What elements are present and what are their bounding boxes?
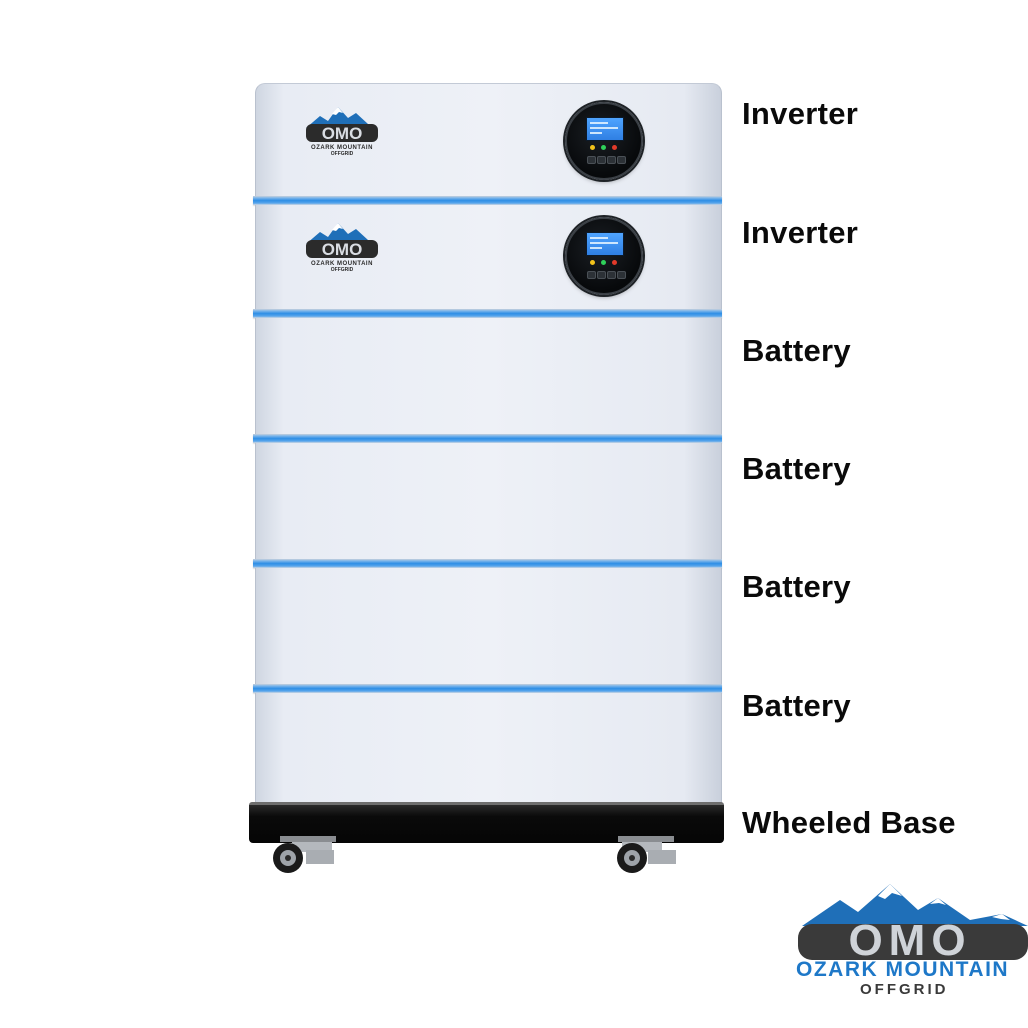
- battery-module: [255, 443, 722, 559]
- svg-text:OZARK MOUNTAIN: OZARK MOUNTAIN: [311, 145, 373, 151]
- battery-module: [255, 568, 722, 684]
- lcd-screen: [586, 232, 624, 256]
- module-seam: [253, 559, 722, 568]
- svg-text:OZARK MOUNTAIN: OZARK MOUNTAIN: [311, 261, 373, 267]
- caster-wheel-icon: [273, 836, 336, 873]
- status-led: [601, 145, 606, 150]
- inverter-display-icon: [565, 102, 643, 180]
- panel-key: [617, 156, 626, 164]
- module-seam: [253, 309, 722, 318]
- inverter-display-icon: [565, 217, 643, 295]
- status-led: [612, 260, 617, 265]
- omo-mountain-logo-icon: OMO OZARK MOUNTAIN OFFGRID: [306, 107, 378, 156]
- cabinet-stack: OMO OZARK MOUNTAIN OFFGRID: [253, 83, 722, 810]
- label-battery: Battery: [742, 569, 851, 604]
- omo-mountain-logo-icon: OMO: [798, 884, 1028, 960]
- svg-text:OFFGRID: OFFGRID: [331, 267, 354, 272]
- label-inverter: Inverter: [742, 215, 859, 250]
- panel-key: [587, 156, 596, 164]
- module-seam: [253, 684, 722, 693]
- inverter-module: OMO OZARK MOUNTAIN OFFGRID: [255, 83, 722, 196]
- battery-module: [255, 693, 722, 810]
- status-led: [590, 145, 595, 150]
- panel-key: [597, 156, 606, 164]
- svg-text:OMO: OMO: [322, 240, 363, 259]
- svg-text:OMO: OMO: [322, 124, 363, 143]
- label-battery: Battery: [742, 688, 851, 723]
- module-seam: [253, 434, 722, 443]
- inverter-module: OMO OZARK MOUNTAIN OFFGRID: [255, 205, 722, 309]
- panel-key: [597, 271, 606, 279]
- caster-wheel-icon: [617, 836, 676, 873]
- label-inverter: Inverter: [742, 96, 859, 131]
- status-led: [612, 145, 617, 150]
- label-battery: Battery: [742, 451, 851, 486]
- panel-key: [587, 271, 596, 279]
- lcd-screen: [586, 117, 624, 141]
- status-led: [601, 260, 606, 265]
- battery-module: [255, 318, 722, 434]
- brand-logo-text: OMO: [848, 916, 971, 960]
- brand-line1: OZARK MOUNTAIN: [796, 958, 1010, 981]
- svg-text:OFFGRID: OFFGRID: [331, 151, 354, 156]
- panel-key: [617, 271, 626, 279]
- omo-mountain-logo-icon: OMO OZARK MOUNTAIN OFFGRID: [306, 223, 378, 272]
- brand-line2: OFFGRID: [860, 981, 949, 998]
- status-led: [590, 260, 595, 265]
- label-battery: Battery: [742, 333, 851, 368]
- label-wheeled-base: Wheeled Base: [742, 805, 956, 840]
- panel-key: [607, 271, 616, 279]
- module-seam: [253, 196, 722, 205]
- brand-logo: OMO OZARK MOUNTAIN OFFGRID: [792, 880, 1028, 1020]
- panel-key: [607, 156, 616, 164]
